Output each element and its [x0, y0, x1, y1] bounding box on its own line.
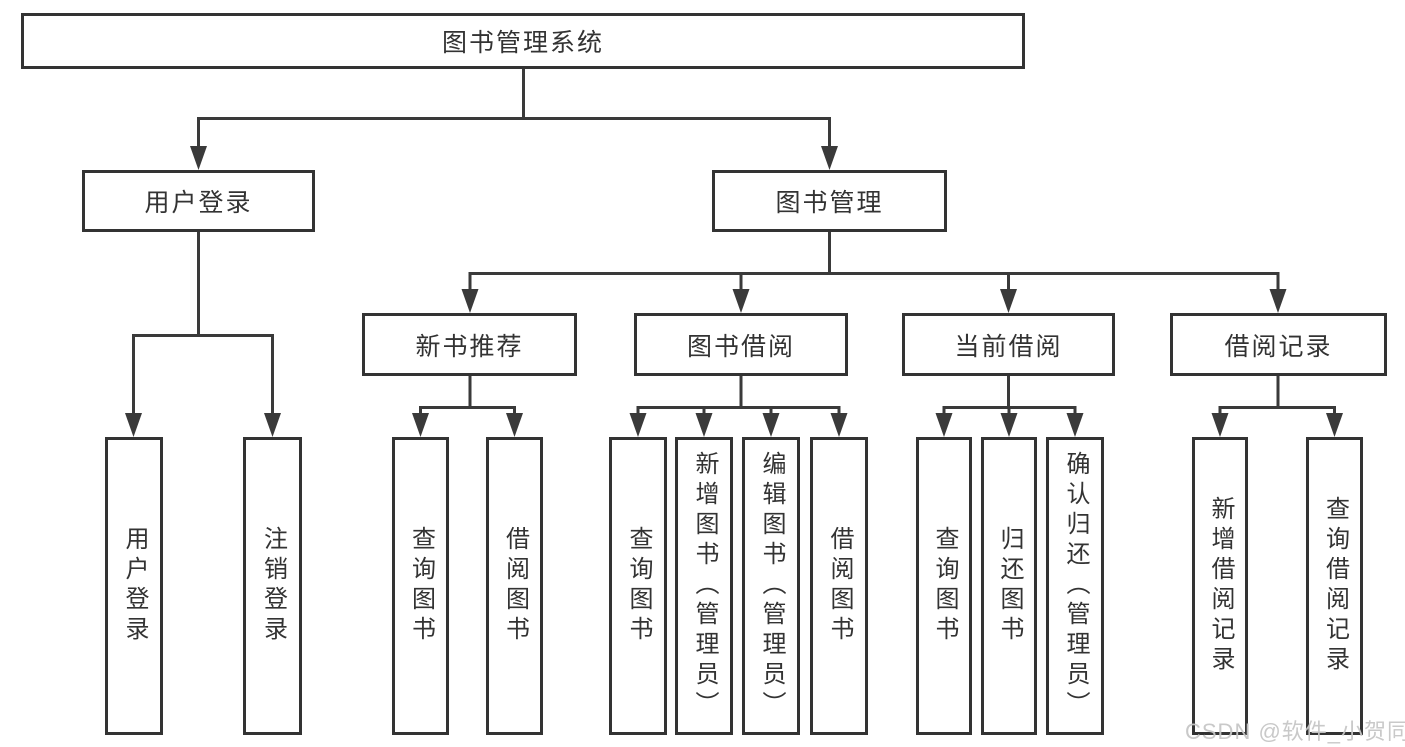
leaf-query-books-recommend: 查询图书	[392, 437, 449, 735]
leaf-confirm-return-admin: 确认归还（管理员）	[1046, 437, 1104, 735]
node-book-management: 图书管理	[712, 170, 947, 232]
node-library-management-system: 图书管理系统	[21, 13, 1025, 69]
leaf-borrow-books-borrowing: 借阅图书	[810, 437, 868, 735]
leaf-user-login: 用户登录	[105, 437, 163, 735]
leaf-return-book: 归还图书	[981, 437, 1037, 735]
leaf-query-books-current: 查询图书	[916, 437, 972, 735]
leaf-query-books-borrowing: 查询图书	[609, 437, 667, 735]
node-current-borrowing: 当前借阅	[902, 313, 1115, 376]
watermark: CSDN @软件_小贺同学	[1185, 719, 1405, 744]
leaf-borrow-books-recommend: 借阅图书	[486, 437, 543, 735]
leaf-edit-book-admin: 编辑图书（管理员）	[742, 437, 800, 735]
node-borrowing-records: 借阅记录	[1170, 313, 1387, 376]
leaf-logout: 注销登录	[243, 437, 302, 735]
leaf-query-borrow-record: 查询借阅记录	[1306, 437, 1363, 735]
node-new-book-recommendation: 新书推荐	[362, 313, 577, 376]
leaf-add-borrow-record: 新增借阅记录	[1192, 437, 1248, 735]
node-user-login: 用户登录	[82, 170, 315, 232]
leaf-add-book-admin: 新增图书（管理员）	[675, 437, 733, 735]
node-book-borrowing: 图书借阅	[634, 313, 848, 376]
